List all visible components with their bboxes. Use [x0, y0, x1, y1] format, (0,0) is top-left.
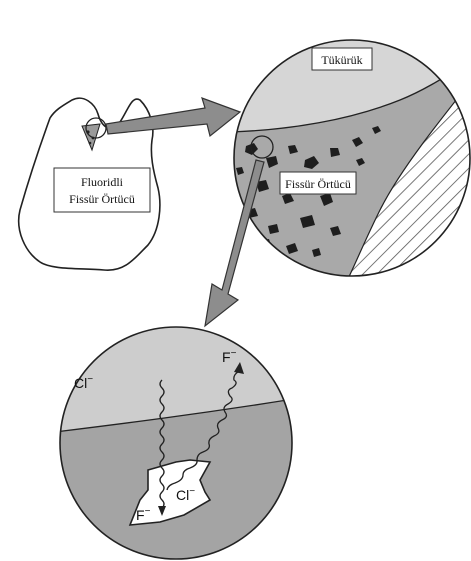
ion-cl-top-charge: − — [87, 374, 93, 385]
saliva-label: Tükürük — [321, 53, 362, 67]
tooth-label-line1: Fluoridli — [81, 175, 124, 189]
sealant-label: Fissür Örtücü — [285, 177, 351, 191]
ion-cl-particle-charge: − — [189, 486, 195, 497]
lower-magnified-circle: Cl− F− Cl− F− — [55, 320, 305, 561]
ion-f-top-symbol: F — [222, 349, 231, 365]
ion-f-top-charge: − — [231, 348, 237, 359]
ion-cl-particle-symbol: Cl — [176, 487, 189, 503]
ion-f-particle-symbol: F — [136, 507, 145, 523]
ion-f-particle-charge: − — [145, 506, 151, 517]
ion-cl-top-symbol: Cl — [74, 375, 87, 391]
tooth-label-line2: Fissür Örtücü — [69, 192, 135, 206]
arrow-to-lower-circle — [205, 160, 264, 326]
